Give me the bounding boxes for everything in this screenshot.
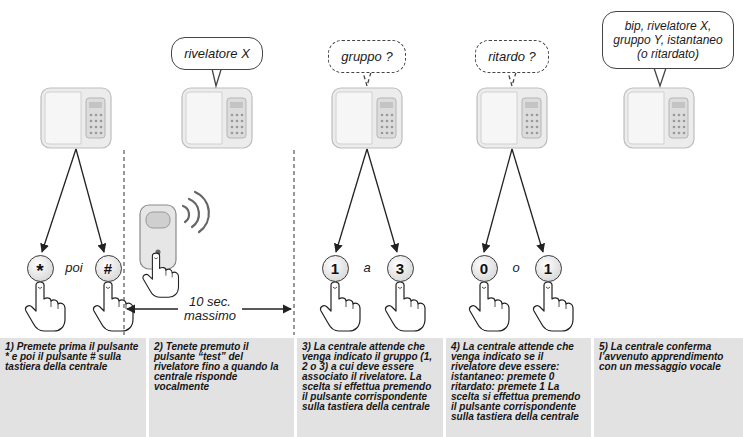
node-text: 1) Premete prima il pulsante * e poi il … [5,342,142,372]
pointer-arrow [76,149,104,252]
pointer-arrow [367,149,397,252]
finger [26,282,65,331]
keypad-button: # [95,255,122,282]
pointer-arrow [42,149,543,252]
connector-word: o [512,261,519,275]
bubble-tail [210,60,668,86]
radio-waves [183,192,209,232]
keypad-button: 1 [535,255,562,282]
divider-line [124,150,125,335]
node-text: ritardo ? [488,49,536,64]
node-text: 0 [480,260,488,277]
pointer-arrow [336,149,367,252]
divider-line [294,150,295,335]
finger [386,282,425,331]
label-text: o [512,261,519,275]
speech-bubble: ritardo ? [475,40,549,73]
node-text: # [104,260,112,277]
keypad-button: 1 [322,255,349,282]
node-text: bip, rivelatore X, gruppo Y, istantaneo … [611,19,725,61]
finger [143,253,179,297]
node-text: 5) La centrale conferma l’avvenuto appre… [599,342,739,372]
speech-bubble: gruppo ? [328,40,405,73]
speech-bubble: rivelatore X [171,37,263,70]
keypad-button: 3 [387,255,414,282]
step-panel: 3) La centrale attende che venga indicat… [297,338,443,437]
speech-bubble: bip, rivelatore X, gruppo Y, istantaneo … [602,11,734,69]
control-unit [182,88,252,148]
control-unit [332,88,402,148]
pointer-arrow [512,149,543,252]
duration-label: 10 sec. massimo [178,295,242,323]
radio-waves [189,199,199,227]
control-unit [624,88,694,148]
node-text: * [36,260,43,282]
radio-waves [195,192,209,232]
finger [534,282,573,331]
connector-word: a [363,261,370,275]
divider-line [124,150,294,335]
finger [94,282,133,331]
node-text: 1 [331,260,339,277]
label-text: 10 sec. massimo [181,295,239,323]
node-text: 4) La centrale attende che venga indicat… [451,342,587,422]
node-text: gruppo ? [341,49,392,64]
control-unit [41,88,111,148]
finger [470,282,509,331]
keypad-button: 0 [471,255,498,282]
node-text: 3 [396,260,404,277]
finger [321,282,360,331]
node-text: 2) Tenete premuto il pulsante “test” del… [154,342,290,392]
node-text: rivelatore X [184,46,250,61]
step-panel: 1) Premete prima il pulsante * e poi il … [0,338,146,437]
control-unit [477,88,547,148]
step-panel: 4) La centrale attende che venga indicat… [446,338,591,437]
pointer-arrow [42,149,76,252]
step-panel: 5) La centrale conferma l’avvenuto appre… [594,338,743,437]
radio-waves [183,206,189,222]
detector [146,212,170,228]
node-text: 3) La centrale attende che venga indicat… [302,342,439,412]
label-text: poi [65,261,82,275]
step-panel: 2) Tenete premuto il pulsante “test” del… [149,338,294,437]
label-text: a [363,261,370,275]
keypad-button: * [27,255,54,282]
connector-word: poi [65,261,82,275]
node-text: 1 [544,260,552,277]
pointer-arrow [484,149,512,252]
